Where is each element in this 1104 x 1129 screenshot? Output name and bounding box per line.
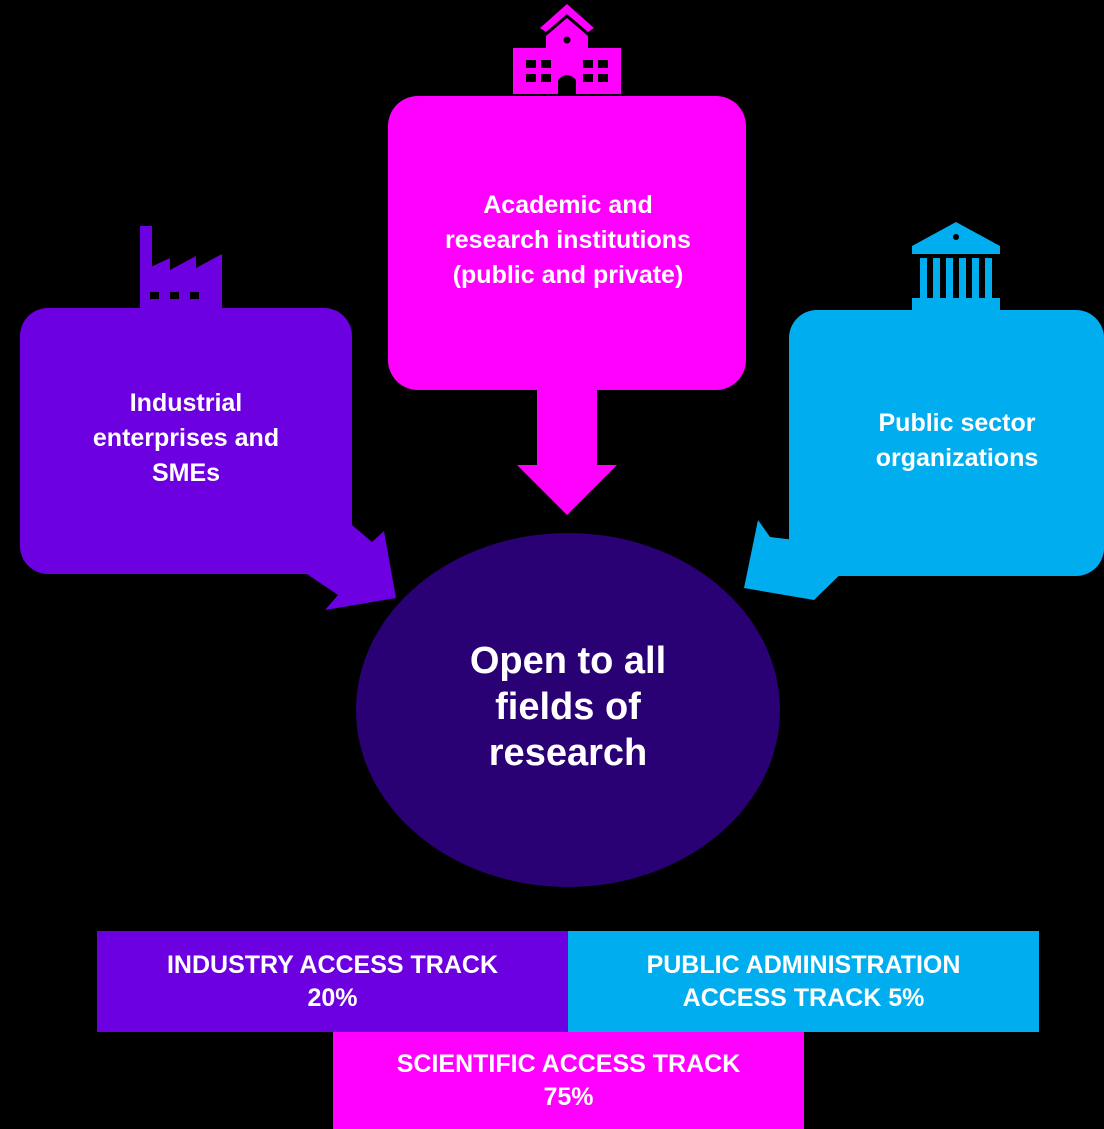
academic-label-line3: (public and private) xyxy=(452,261,684,289)
center-label-line3: research xyxy=(488,732,648,774)
school-building-icon xyxy=(513,4,621,94)
public-access-track: PUBLIC ADMINISTRATION ACCESS TRACK 5% xyxy=(568,931,1039,1032)
public-track-line2: ACCESS TRACK 5% xyxy=(682,983,925,1012)
academic-callout xyxy=(388,96,746,515)
center-label: Open to all fields of research xyxy=(418,638,718,776)
industry-box xyxy=(20,308,352,574)
industry-callout xyxy=(20,308,396,610)
public-callout xyxy=(744,310,1104,600)
scientific-track-line1: SCIENTIFIC ACCESS TRACK xyxy=(396,1049,741,1078)
public-arrow xyxy=(744,520,850,600)
industry-track-line1: INDUSTRY ACCESS TRACK xyxy=(166,950,499,979)
industry-label-line3: SMEs xyxy=(151,459,221,487)
public-box xyxy=(789,310,1104,576)
industry-label-line2: enterprises and xyxy=(92,424,280,452)
public-label-line2: organizations xyxy=(875,444,1039,472)
academic-arrow xyxy=(517,388,617,515)
industry-arrow xyxy=(292,505,396,610)
public-label-line1: Public sector xyxy=(878,409,1036,437)
public-track-line1: PUBLIC ADMINISTRATION xyxy=(646,950,961,979)
academic-label-line2: research institutions xyxy=(445,226,691,254)
industry-box-label: Industrial enterprises and SMEs xyxy=(30,386,342,491)
industry-track-line2: 20% xyxy=(307,983,358,1012)
factory-icon xyxy=(140,226,222,308)
industry-label-line1: Industrial xyxy=(129,389,243,417)
government-building-icon xyxy=(912,222,1000,310)
academic-box-label: Academic and research institutions (publ… xyxy=(398,188,738,293)
center-circle xyxy=(356,533,780,887)
academic-label-line1: Academic and xyxy=(483,191,653,219)
scientific-track-line2: 75% xyxy=(543,1082,594,1111)
center-label-line1: Open to all xyxy=(469,640,667,682)
academic-box xyxy=(388,96,746,390)
scientific-access-track: SCIENTIFIC ACCESS TRACK 75% xyxy=(333,1032,804,1129)
public-box-label: Public sector organizations xyxy=(812,406,1102,476)
center-label-line2: fields of xyxy=(495,686,641,728)
industry-access-track: INDUSTRY ACCESS TRACK 20% xyxy=(97,931,568,1032)
